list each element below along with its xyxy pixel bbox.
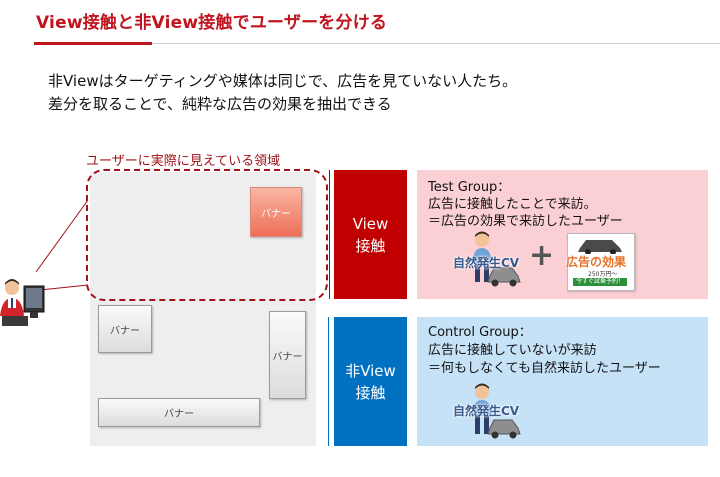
title-underline-accent: [34, 42, 152, 45]
control-group-title: Control Group：: [428, 325, 532, 340]
banner-in-view: バナー: [250, 187, 302, 237]
ad-price: 250万円～: [588, 271, 618, 278]
person-with-car-icon-control: [472, 383, 521, 439]
control-group-line-2: ＝何もしなくても自然来訪したユーザー: [428, 361, 661, 376]
view-contact-label: View 接触: [334, 170, 407, 299]
page-title: View接触と非View接触でユーザーを分ける: [36, 13, 388, 33]
description-line-1: 非Viewはターゲティングや媒体は同じで、広告を見ていない人たち。: [48, 72, 518, 90]
banner-out-of-view-left: バナー: [98, 305, 152, 353]
test-group-panel: [417, 170, 708, 299]
plus-icon: +: [529, 238, 555, 273]
view-group-bracket: [329, 170, 330, 299]
nonview-label-line-1: 非View: [345, 361, 396, 380]
test-group-line-1: 広告に接触したことで来訪。: [428, 197, 597, 212]
car-icon: [578, 240, 622, 254]
nonview-group-bracket: [328, 317, 329, 446]
banner-out-of-view-wide: バナー: [98, 398, 260, 427]
ad-effect-label: 広告の効果: [566, 255, 627, 269]
control-group-line-1: 広告に接触していないが来訪: [428, 343, 597, 358]
person-with-car-icon: [472, 231, 521, 287]
user-at-computer-icon: [0, 279, 45, 326]
nonview-label-line-2: 接触: [355, 383, 386, 402]
view-label-line-1: View: [352, 214, 389, 233]
control-group-panel: [417, 317, 708, 446]
natural-cv-label-control: 自然発生CV: [453, 404, 520, 418]
banner-out-of-view-tall: バナー: [269, 311, 306, 399]
title-divider: [152, 43, 720, 44]
connector-line-top: [35, 199, 89, 273]
view-label-line-2: 接触: [355, 236, 386, 255]
visible-area-outline: [86, 169, 328, 301]
ad-cta-button: 今すぐ試乗予約！: [573, 278, 627, 286]
test-group-line-2: ＝広告の効果で来訪したユーザー: [428, 214, 623, 229]
visible-area-label: ユーザーに実際に見えている領域: [86, 154, 281, 169]
nonview-contact-label: 非View 接触: [334, 317, 407, 446]
description-line-2: 差分を取ることで、純粋な広告の効果を抽出できる: [48, 95, 392, 113]
connector-line-bottom: [39, 284, 89, 291]
test-group-title: Test Group：: [428, 180, 511, 195]
natural-cv-label-test: 自然発生CV: [453, 256, 520, 270]
